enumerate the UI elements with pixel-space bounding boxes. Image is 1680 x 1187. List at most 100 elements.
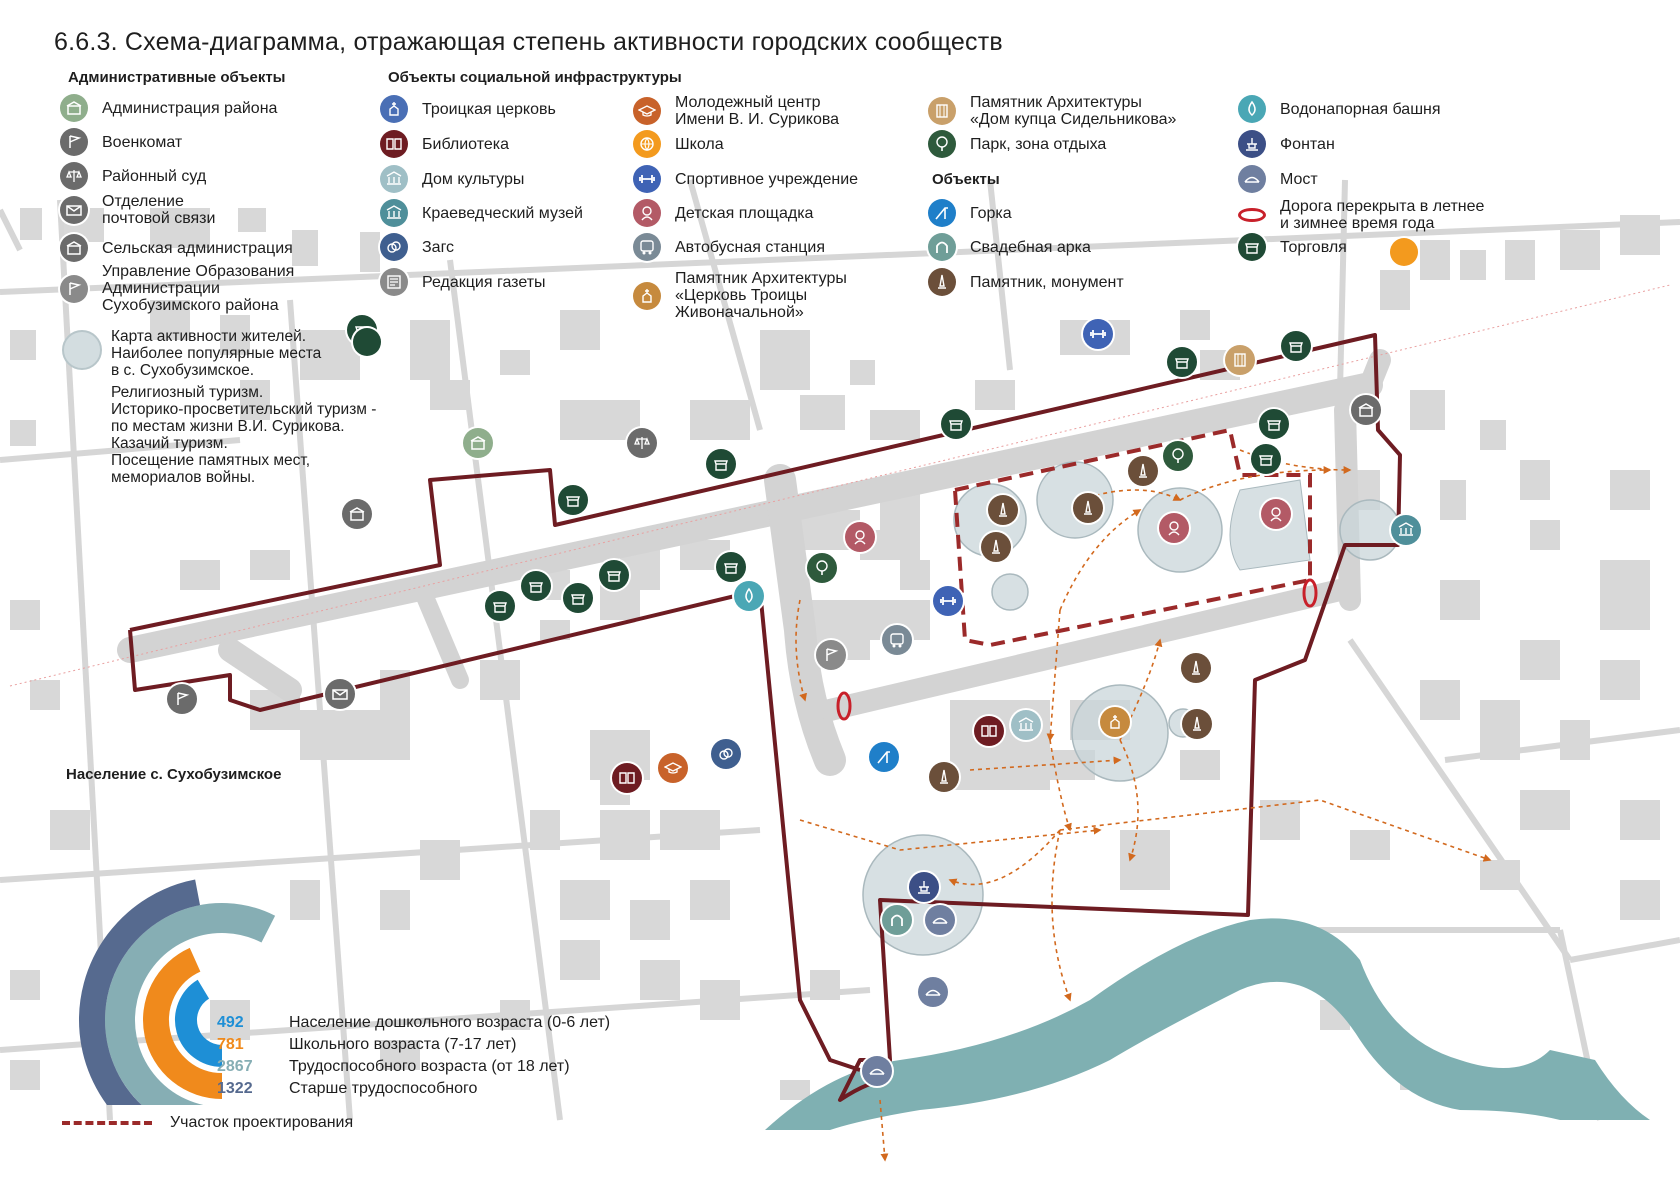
legend-item-label: Горка (970, 204, 1012, 222)
house-icon[interactable] (1225, 345, 1255, 375)
tourism-line: Религиозный туризм. (111, 384, 264, 401)
tree-icon[interactable] (807, 553, 837, 583)
legend-item-label: Парк, зона отдыха (970, 135, 1107, 153)
flag-icon (60, 128, 88, 156)
shop-icon[interactable] (1167, 347, 1197, 377)
obelisk-icon[interactable] (1181, 653, 1211, 683)
legend-item-label: Мост (1280, 170, 1318, 188)
legend-item: Торговля (1238, 233, 1347, 261)
shop-icon[interactable] (1281, 331, 1311, 361)
population-value: 2867 (217, 1058, 253, 1075)
road-closure-marks (836, 578, 1318, 721)
tree-icon[interactable] (1163, 441, 1193, 471)
shop-icon[interactable] (941, 409, 971, 439)
bridge-icon[interactable] (918, 977, 948, 1007)
slide-icon[interactable] (869, 742, 899, 772)
population-arc (143, 947, 223, 1099)
child-icon[interactable] (845, 522, 875, 552)
legend-item: Школа (633, 130, 724, 158)
shop-icon[interactable] (485, 591, 515, 621)
population-chart (79, 879, 276, 1105)
child-icon (633, 199, 661, 227)
activity-legend-swatch (62, 330, 102, 370)
fountain-icon[interactable] (909, 872, 939, 902)
columns-icon[interactable] (1391, 515, 1421, 545)
globe-icon (633, 130, 661, 158)
building-icon[interactable] (342, 499, 372, 529)
shop-icon[interactable] (599, 560, 629, 590)
legend-item: Парк, зона отдыха (928, 130, 1106, 158)
legend-item-label: Торговля (1280, 238, 1347, 256)
dumbbell-icon[interactable] (1083, 319, 1113, 349)
legend-item: Детская площадка (633, 199, 813, 227)
rings-icon[interactable] (711, 739, 741, 769)
child-icon[interactable] (1261, 499, 1291, 529)
bridge-icon (1238, 165, 1266, 193)
shop-icon[interactable] (716, 552, 746, 582)
legend-item: Спортивное учреждение (633, 165, 858, 193)
legend-item-label: Краеведческий музей (422, 204, 583, 222)
building-icon[interactable] (1351, 395, 1381, 425)
shop-icon[interactable] (1259, 409, 1289, 439)
obelisk-icon[interactable] (988, 495, 1018, 525)
scales-icon (60, 162, 88, 190)
shop-icon[interactable] (563, 583, 593, 613)
bridge-icon[interactable] (925, 905, 955, 935)
tree-icon (928, 130, 956, 158)
legend-item-label: Памятник Архитектуры «Дом купца Сидельни… (970, 94, 1177, 128)
obelisk-icon[interactable] (1182, 709, 1212, 739)
legend-item-label: Загс (422, 238, 455, 256)
graduation-cap-icon[interactable] (658, 753, 688, 783)
legend-item: Библиотека (380, 130, 509, 158)
flag-icon[interactable] (816, 640, 846, 670)
obelisk-icon[interactable] (1128, 456, 1158, 486)
child-icon[interactable] (1159, 513, 1189, 543)
obelisk-icon[interactable] (1073, 493, 1103, 523)
legend-item-label: Молодежный центр Имени В. И. Сурикова (675, 94, 840, 128)
legend-item: Администрация района (60, 94, 277, 122)
arch-icon[interactable] (882, 905, 912, 935)
population-title: Население с. Сухобузимское (66, 766, 282, 783)
legend-item-label: Водонапорная башня (1280, 100, 1441, 118)
legend-item: Редакция газеты (380, 268, 546, 296)
flag-icon[interactable] (167, 684, 197, 714)
legend-item-label: Автобусная станция (675, 238, 825, 256)
population-arc (105, 903, 276, 1105)
legend-item-label: Школа (675, 135, 724, 153)
book-icon[interactable] (612, 763, 642, 793)
flag-icon (60, 274, 88, 303)
legend-item-label: Спортивное учреждение (675, 170, 859, 188)
shop-icon[interactable] (558, 485, 588, 515)
obelisk-icon[interactable] (929, 762, 959, 792)
legend-item: Водонапорная башня (1238, 95, 1441, 123)
drop-icon[interactable] (734, 581, 764, 611)
legend-item-label: Фонтан (1280, 135, 1335, 153)
book-icon[interactable] (974, 716, 1004, 746)
legend-item-label: Троицкая церковь (422, 100, 556, 118)
dumbbell-icon[interactable] (933, 586, 963, 616)
building-icon[interactable] (463, 428, 493, 458)
bus-icon[interactable] (882, 625, 912, 655)
columns-icon[interactable] (1011, 710, 1041, 740)
graduation-cap-icon (633, 97, 661, 125)
shop-icon[interactable] (706, 449, 736, 479)
scales-icon[interactable] (627, 428, 657, 458)
shop-icon[interactable] (1251, 444, 1281, 474)
globe-icon (1390, 238, 1418, 266)
house-icon (928, 97, 956, 125)
newspaper-icon (380, 268, 408, 296)
shop-icon (1238, 233, 1266, 261)
legend-item: Краеведческий музей (380, 199, 583, 227)
tourism-line: Посещение памятных мест, (111, 452, 311, 469)
mail-icon[interactable] (325, 679, 355, 709)
legend-item-label: Памятник, монумент (970, 273, 1124, 291)
site-legend: Участок проектирования (62, 1114, 353, 1132)
legend-item: Районный суд (60, 162, 206, 190)
obelisk-icon[interactable] (981, 532, 1011, 562)
church-icon[interactable] (1100, 707, 1130, 737)
shop-icon[interactable] (521, 571, 551, 601)
bridge-icon[interactable] (862, 1056, 892, 1086)
fountain-icon (1238, 130, 1266, 158)
pedestrian-flows (795, 449, 1492, 1162)
